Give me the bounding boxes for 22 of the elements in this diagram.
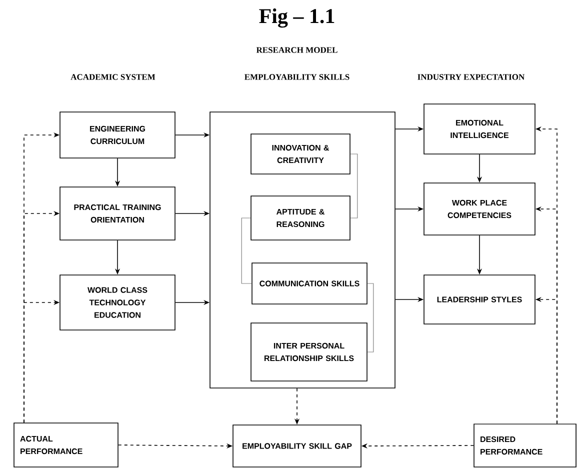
process-box: WORK PLACE COMPETENCIES <box>424 182 536 236</box>
process-box: WORLD CLASS TECHNOLOGY EDUCATION <box>60 274 176 330</box>
process-box: ENGINEERING CURRICULUM <box>60 112 176 158</box>
bracket-line <box>367 283 374 352</box>
process-box: EMPLOYABILITY SKILL GAP <box>232 424 362 468</box>
process-box: DESIRED PERFORMANCE <box>474 424 576 468</box>
bracket-line <box>241 218 252 284</box>
column-heading: ACADEMIC SYSTEM <box>70 74 156 80</box>
column-heading: INDUSTRY EXPECTATION <box>418 74 525 80</box>
process-box: PRACTICAL TRAINING ORIENTATION <box>60 186 176 240</box>
skill-box: INNOVATION & CREATIVITY <box>250 134 350 174</box>
group-box <box>210 112 396 388</box>
figure-title: Fig – 1.1 <box>259 8 334 28</box>
process-box: EMOTIONAL INTELLIGENCE <box>424 104 536 154</box>
bracket-line <box>350 154 358 218</box>
process-box: ACTUAL PERFORMANCE <box>14 422 118 468</box>
skill-box: COMMUNICATION SKILLS <box>252 262 368 304</box>
subtitle: RESEARCH MODEL <box>256 47 338 53</box>
column-heading: EMPLOYABILITY SKILLS <box>244 74 350 80</box>
skill-box: INTER PERSONAL RELATIONSHIP SKILLS <box>250 322 368 382</box>
skill-box: APTITUDE & REASONING <box>250 196 350 240</box>
process-box: LEADERSHIP STYLES <box>424 274 536 324</box>
